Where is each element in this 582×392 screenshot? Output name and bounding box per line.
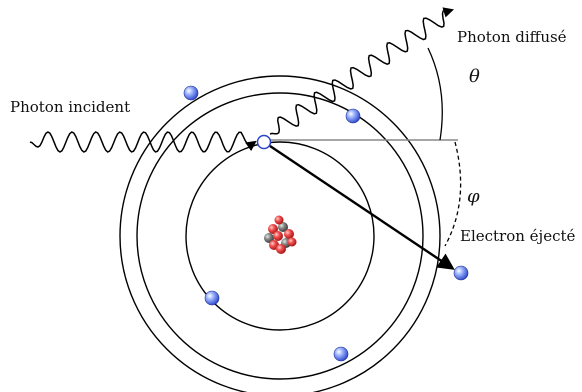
incident-photon-wave <box>29 131 257 153</box>
inner-orbit <box>185 141 375 331</box>
ejected-electron <box>453 265 469 281</box>
ejected-electron-label: Electron éjecté <box>460 227 576 245</box>
scattered-photon-label: Photon diffusé <box>457 28 567 46</box>
phi-angle-arc <box>444 141 462 247</box>
outer-orbit <box>119 75 441 392</box>
phi-symbol: φ <box>467 186 480 207</box>
electron <box>183 85 199 101</box>
nucleus <box>264 215 297 254</box>
ejected-electron-arrow <box>269 145 455 270</box>
theta-angle-arc <box>427 47 443 141</box>
middle-orbit <box>136 92 424 380</box>
theta-symbol: θ <box>469 66 480 87</box>
electron <box>333 346 349 362</box>
incident-photon-label: Photon incident <box>10 98 130 116</box>
scattered-photon-wave <box>269 7 455 135</box>
electron <box>204 290 220 306</box>
electron <box>345 108 361 124</box>
collision-electron <box>256 134 272 150</box>
